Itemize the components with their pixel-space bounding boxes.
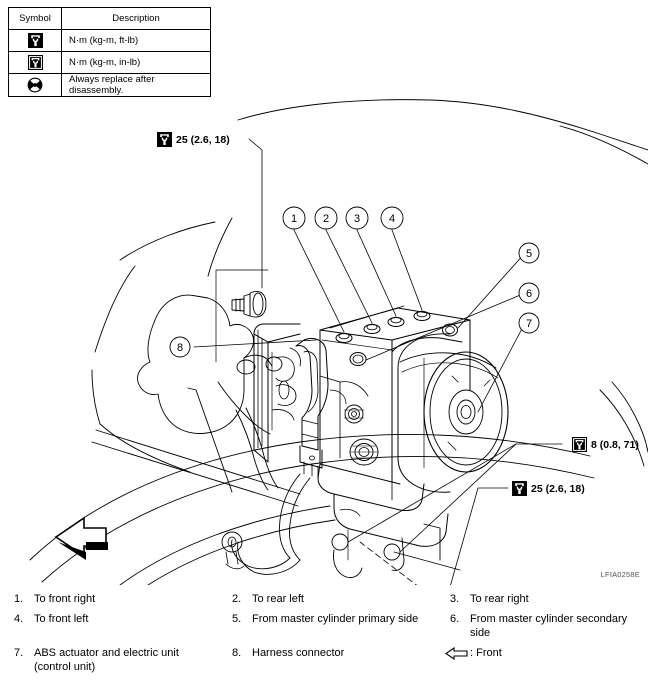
legend-number: 1. — [14, 593, 24, 605]
legend-number: 3. — [450, 593, 460, 605]
legend-number: 8. — [232, 647, 242, 659]
torque-in-lb-icon — [27, 55, 43, 70]
figure-reference-code: LFIA0258E — [600, 570, 640, 579]
abs-actuator-illustration: 1 2 3 4 5 6 7 8 — [0, 90, 648, 585]
legend-item-3: 3. To rear right — [444, 592, 640, 606]
symbol-description: N·m (kg-m, in-lb) — [61, 51, 211, 74]
torque-value: 25 (2.6, 18) — [176, 133, 230, 146]
torque-ft-lb-icon — [157, 132, 172, 147]
symbol-table-header-symbol: Symbol — [8, 7, 62, 30]
symbol-cell — [8, 51, 62, 74]
torque-callout-lower-right: 25 (2.6, 18) — [512, 481, 585, 496]
legend-number: 4. — [14, 613, 24, 625]
legend-item-front: : Front — [444, 646, 640, 674]
legend-text: : Front — [470, 647, 502, 659]
svg-text:7: 7 — [526, 318, 532, 330]
replace-after-disassembly-icon — [27, 77, 43, 93]
legend-text: ABS actuator and electric unit (control … — [34, 647, 179, 673]
symbol-table-header-row: Symbol Description — [8, 7, 211, 30]
legend-item-7: 7. ABS actuator and electric unit (contr… — [8, 646, 226, 674]
torque-in-lb-icon — [572, 437, 587, 452]
legend-number: 2. — [232, 593, 242, 605]
torque-callout-right: 8 (0.8, 71) — [572, 437, 639, 452]
torque-value: 25 (2.6, 18) — [531, 482, 585, 495]
callout-8: 8 — [169, 336, 191, 358]
symbol-table-header-description: Description — [61, 7, 211, 30]
symbol-cell — [8, 29, 62, 52]
parts-legend: 1. To front right 2. To rear left 3. To … — [0, 592, 648, 674]
callout-3: 3 — [345, 206, 369, 230]
symbol-table-row: N·m (kg-m, ft-lb) — [8, 29, 211, 52]
torque-ft-lb-icon — [512, 481, 527, 496]
symbol-table-row: Always replace after disassembly. — [8, 73, 211, 97]
svg-text:1: 1 — [291, 213, 297, 225]
legend-number: 5. — [232, 613, 242, 625]
svg-text:6: 6 — [526, 288, 532, 300]
symbol-description: Always replace after disassembly. — [61, 73, 211, 97]
symbol-cell — [8, 73, 62, 97]
callout-2: 2 — [314, 206, 338, 230]
legend-text: To front left — [34, 613, 89, 625]
callout-1: 1 — [282, 206, 306, 230]
svg-text:3: 3 — [354, 213, 360, 225]
symbol-table-row: N·m (kg-m, in-lb) — [8, 51, 211, 74]
legend-text: To rear left — [252, 593, 304, 605]
legend-text: Harness connector — [252, 647, 345, 659]
legend-item-1: 1. To front right — [8, 592, 226, 606]
legend-text: From master cylinder primary side — [252, 613, 419, 625]
svg-text:2: 2 — [323, 213, 329, 225]
legend-text: From master cylinder secondary side — [470, 613, 628, 639]
svg-text:8: 8 — [177, 342, 183, 354]
legend-text: To front right — [34, 593, 96, 605]
legend-item-4: 4. To front left — [8, 612, 226, 640]
symbol-description: N·m (kg-m, ft-lb) — [61, 29, 211, 52]
svg-text:5: 5 — [526, 248, 532, 260]
torque-ft-lb-icon — [27, 33, 43, 48]
callout-6: 6 — [518, 282, 540, 304]
legend-item-5: 5. From master cylinder primary side — [226, 612, 444, 640]
callout-5: 5 — [518, 242, 540, 264]
legend-item-2: 2. To rear left — [226, 592, 444, 606]
legend-number: 7. — [14, 647, 24, 659]
svg-text:4: 4 — [389, 213, 395, 225]
legend-number: 6. — [450, 613, 460, 625]
symbol-legend-table: Symbol Description N·m (kg-m, ft-lb) — [8, 7, 211, 97]
torque-value: 8 (0.8, 71) — [591, 438, 639, 451]
front-direction-arrow — [54, 516, 108, 560]
front-arrow-icon — [444, 646, 470, 660]
callout-7: 7 — [518, 312, 540, 334]
torque-callout-upper-left: 25 (2.6, 18) — [157, 132, 230, 147]
callout-4: 4 — [380, 206, 404, 230]
legend-item-6: 6. From master cylinder secondary side — [444, 612, 640, 640]
legend-text: To rear right — [470, 593, 529, 605]
legend-item-8: 8. Harness connector — [226, 646, 444, 674]
